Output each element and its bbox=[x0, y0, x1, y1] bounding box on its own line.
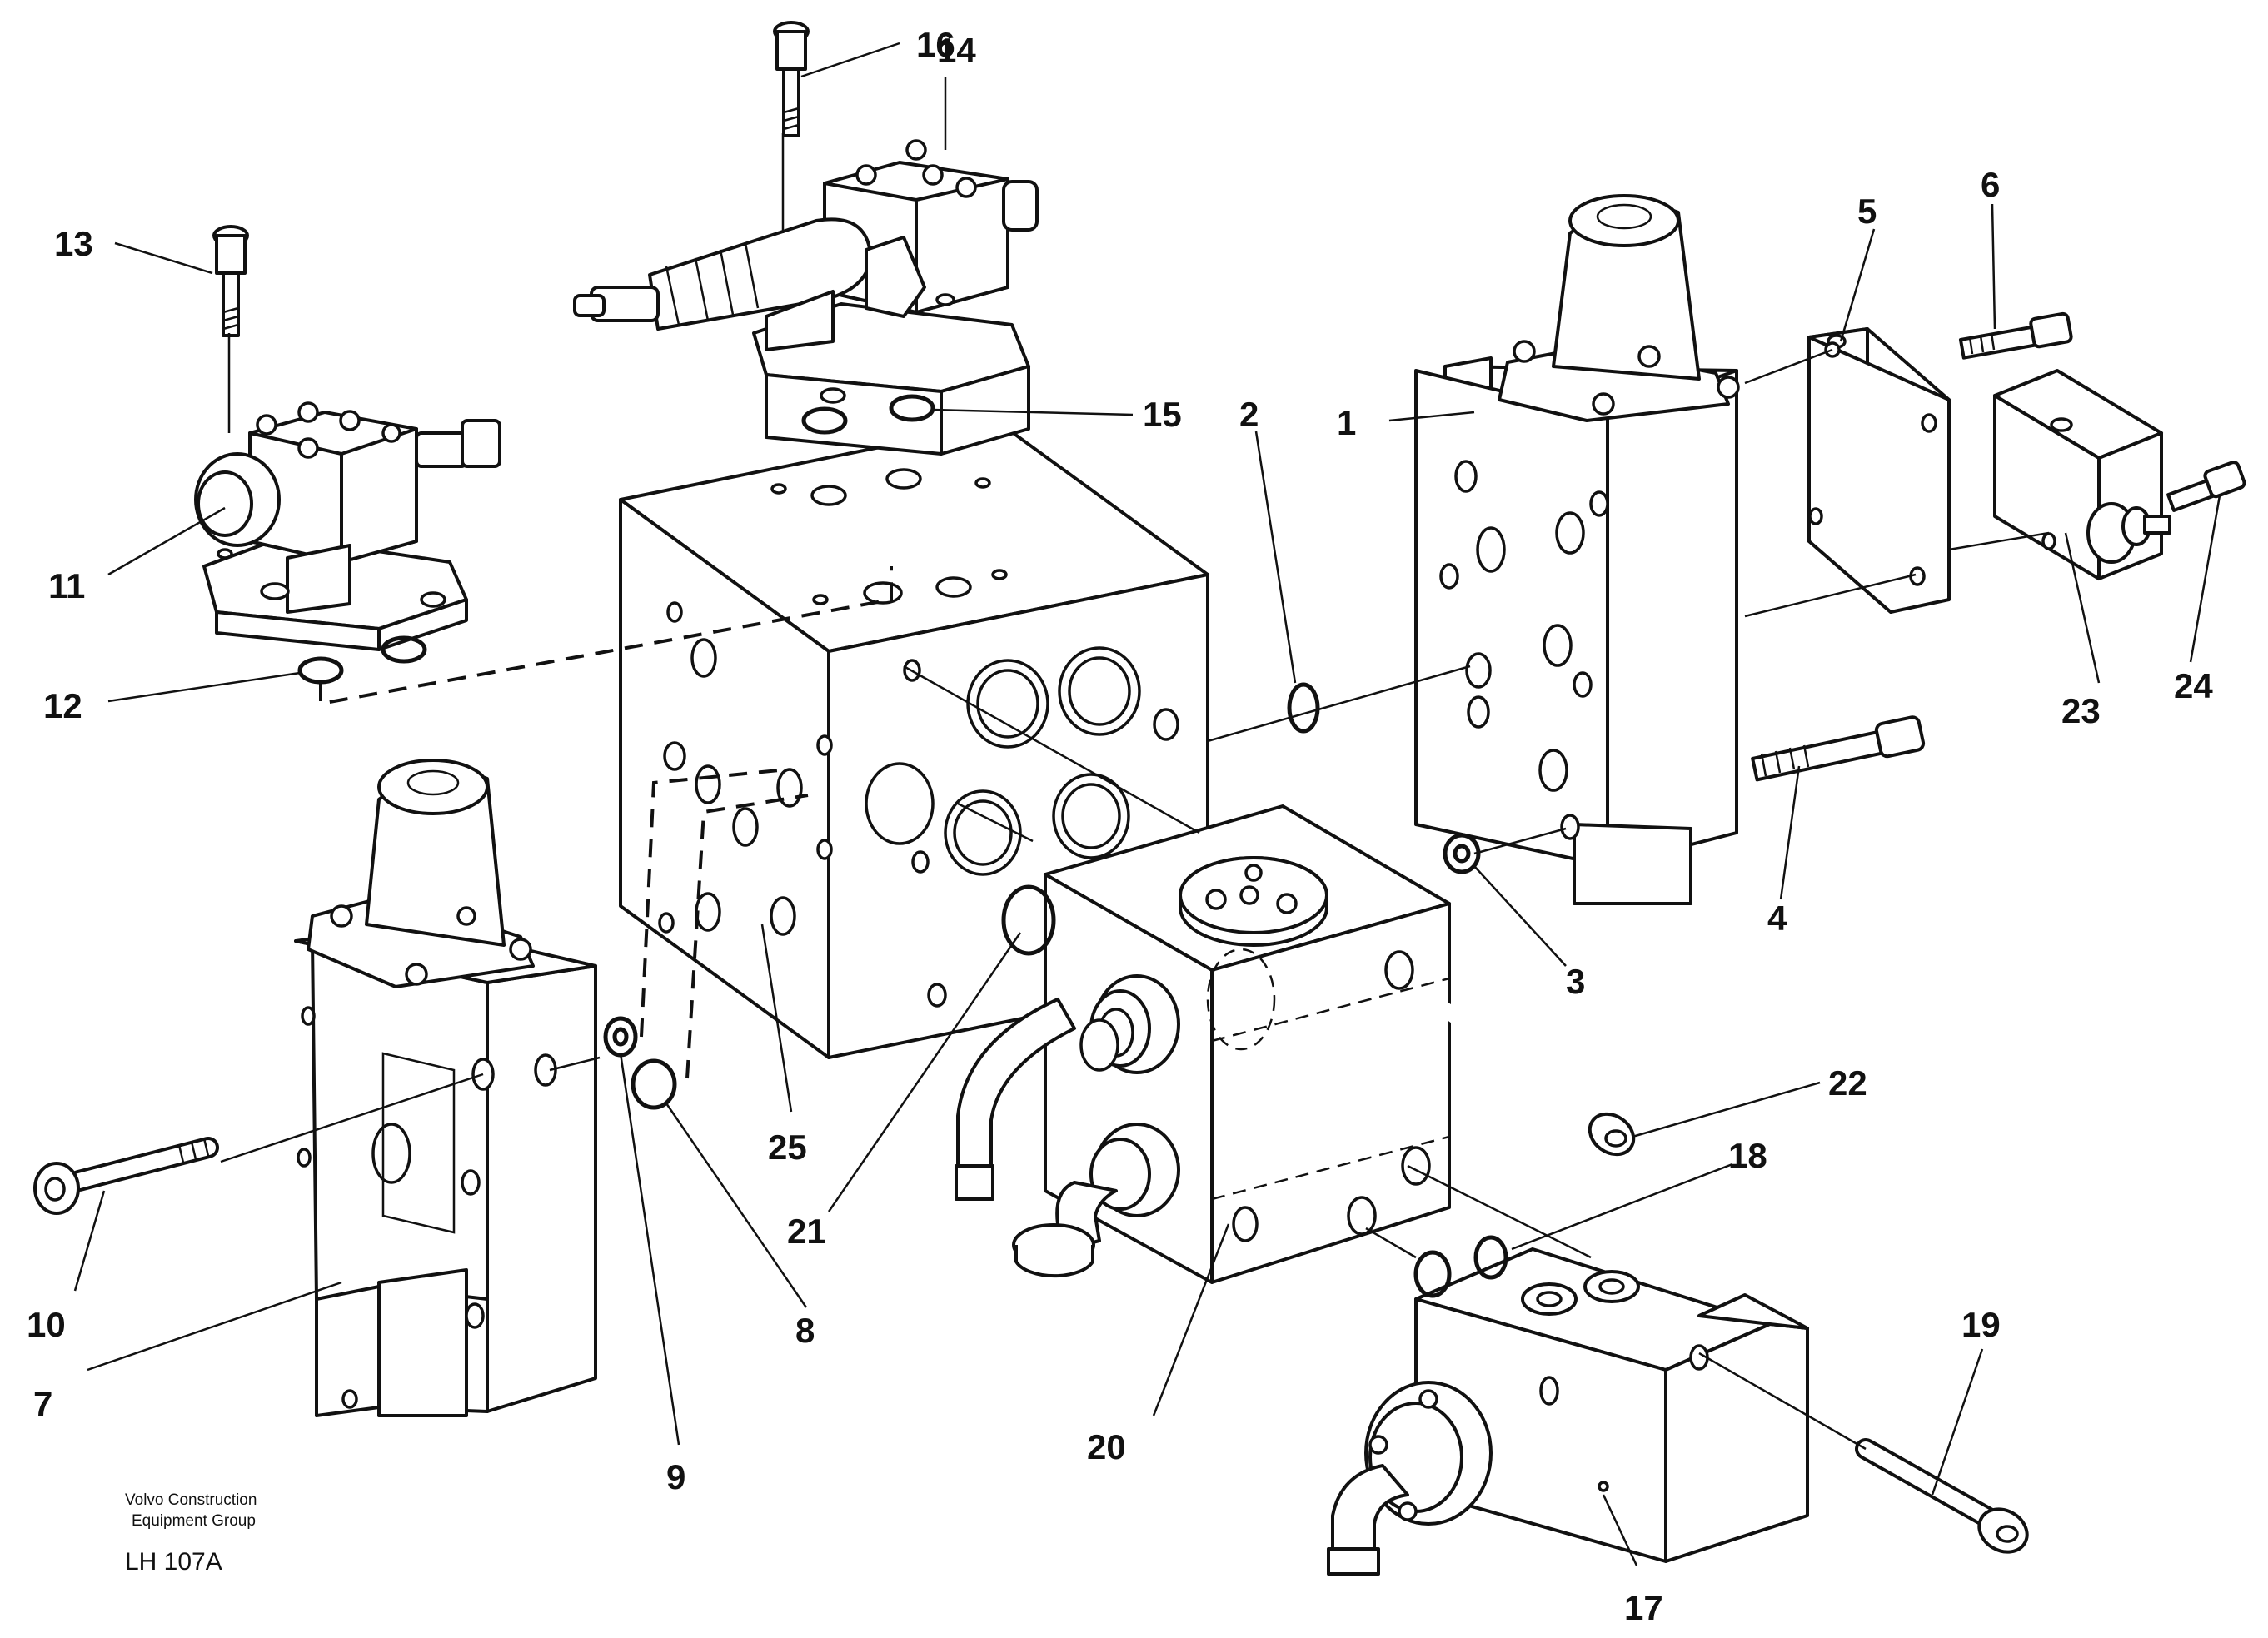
callout-15: 15 bbox=[1143, 395, 1182, 434]
valve-block-20 bbox=[955, 804, 1451, 1284]
callout-3: 3 bbox=[1566, 962, 1585, 1001]
pilot-valve-14 bbox=[573, 139, 1039, 456]
callout-21: 21 bbox=[787, 1212, 826, 1251]
o-ring-9 bbox=[603, 1016, 638, 1058]
leader-lines bbox=[73, 42, 2221, 1566]
callout-2: 2 bbox=[1239, 395, 1259, 434]
main-valve-block bbox=[619, 421, 1209, 1059]
o-ring-2 bbox=[1287, 682, 1320, 734]
bolt-22 bbox=[1429, 996, 1636, 1157]
o-ring-8 bbox=[631, 1058, 677, 1110]
o-ring-15 bbox=[801, 406, 848, 435]
bolt-16 bbox=[773, 21, 810, 137]
company-name-line1: Volvo Construction bbox=[125, 1491, 257, 1509]
pressure-block-23 bbox=[1993, 369, 2171, 580]
callout-12: 12 bbox=[43, 686, 82, 725]
bolt-13 bbox=[212, 225, 249, 337]
valve-block-17 bbox=[1327, 1247, 1809, 1576]
drawing-number: LH 107A bbox=[125, 1548, 222, 1576]
assembly-lines bbox=[220, 133, 2050, 1451]
bolt-6 bbox=[1958, 311, 2073, 360]
callout-8: 8 bbox=[795, 1311, 815, 1350]
company-name-line2: Equipment Group bbox=[132, 1512, 256, 1530]
callout-19: 19 bbox=[1961, 1305, 2001, 1344]
callout-4: 4 bbox=[1767, 899, 1787, 938]
o-ring-12 bbox=[297, 656, 344, 685]
callout-numbers: 1 2 3 4 5 6 7 8 9 10 11 12 13 14 15 16 1… bbox=[27, 25, 2213, 1627]
callout-1: 1 bbox=[1337, 403, 1356, 442]
callout-14: 14 bbox=[937, 31, 976, 70]
pilot-valve-11 bbox=[194, 401, 501, 651]
callout-13: 13 bbox=[54, 224, 93, 263]
callout-23: 23 bbox=[2061, 691, 2101, 730]
callout-7: 7 bbox=[33, 1384, 52, 1423]
o-ring-3 bbox=[1443, 833, 1481, 874]
callout-17: 17 bbox=[1624, 1588, 1663, 1627]
callout-6: 6 bbox=[1981, 165, 2000, 204]
o-ring-18 bbox=[1413, 1250, 1452, 1298]
solenoid-valve-1 bbox=[1414, 194, 1740, 905]
callout-18: 18 bbox=[1728, 1136, 1767, 1175]
solenoid-valve-7 bbox=[294, 759, 597, 1417]
callout-22: 22 bbox=[1828, 1063, 1867, 1103]
footer: Volvo Construction Equipment Group LH 10… bbox=[125, 1491, 257, 1576]
bolt-19 bbox=[1855, 1438, 2029, 1554]
o-ring-21 bbox=[1001, 884, 1056, 956]
callout-5: 5 bbox=[1857, 192, 1877, 231]
adapter-plate-5 bbox=[1807, 327, 1951, 614]
callout-11: 11 bbox=[48, 566, 85, 605]
bolt-4 bbox=[1751, 715, 1926, 782]
callout-16: 16 bbox=[916, 25, 955, 64]
callout-24: 24 bbox=[2174, 666, 2213, 705]
bolt-24 bbox=[2166, 461, 2246, 512]
callout-25: 25 bbox=[768, 1128, 807, 1167]
bolt-10 bbox=[33, 1137, 219, 1215]
callout-20: 20 bbox=[1087, 1427, 1126, 1466]
callout-10: 10 bbox=[27, 1305, 66, 1344]
callout-9: 9 bbox=[666, 1457, 685, 1496]
